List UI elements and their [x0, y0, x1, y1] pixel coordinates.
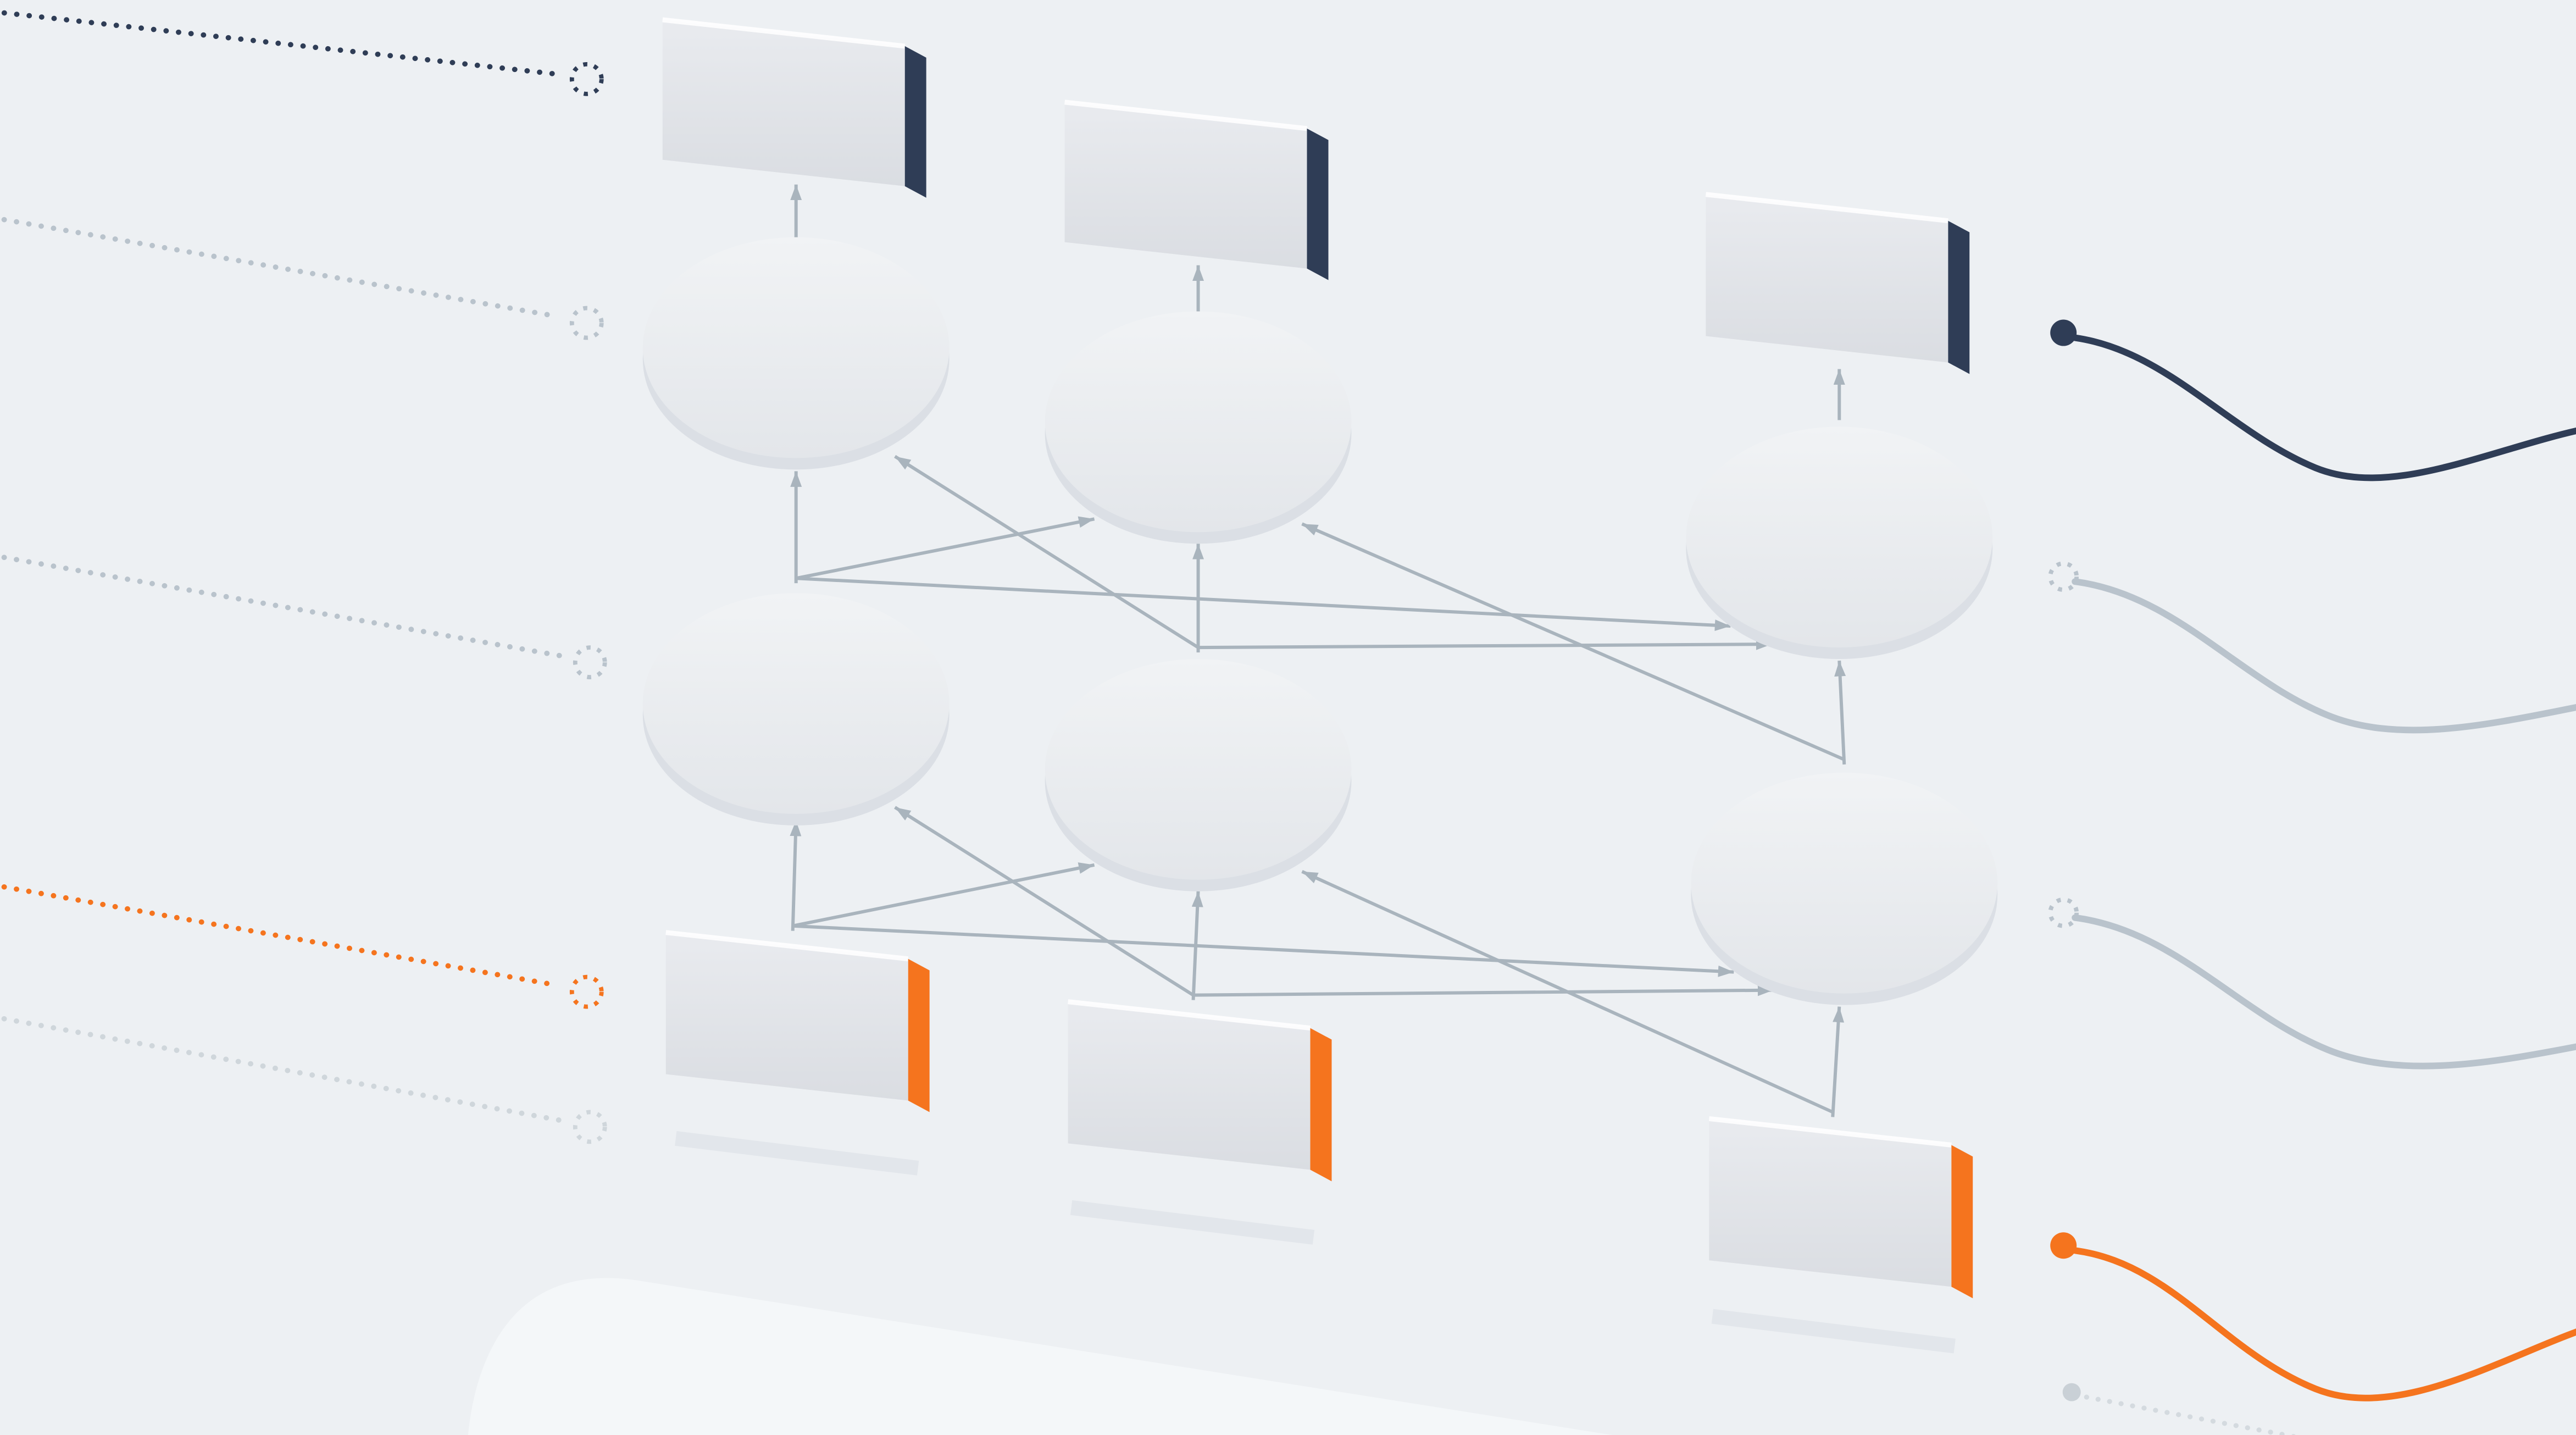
arrow	[1193, 984, 1774, 997]
box-side-navy	[1307, 128, 1329, 280]
hidden-node-row2-2	[1045, 659, 1352, 891]
right-connector-navy	[2050, 319, 2576, 481]
box-top-highlight	[1705, 192, 1948, 224]
gray-dashed-circle-icon-2	[573, 645, 607, 679]
left-connector-light-gray	[0, 1015, 607, 1144]
dotted-tail-line	[2084, 1394, 2296, 1435]
connection-arrows	[790, 184, 1846, 1117]
arrow	[796, 516, 1095, 580]
input-box-2	[1068, 999, 1332, 1182]
navy-curve	[2072, 334, 2576, 481]
right-connector-orange	[2050, 1232, 2576, 1401]
navy-dotted-line	[0, 9, 560, 77]
arrow	[792, 862, 1095, 928]
box-side-orange	[1951, 1145, 1973, 1299]
gray-open-circle-icon-2	[2048, 897, 2079, 928]
gray-dotted-line-2	[0, 554, 563, 658]
hidden-node-row1-3	[1686, 426, 1993, 660]
navy-dashed-circle-icon	[569, 62, 604, 96]
gray-curve-1	[2072, 578, 2576, 734]
output-box-2	[1064, 99, 1329, 280]
box-side-navy	[1948, 220, 1970, 374]
left-connector-gray-2	[0, 554, 607, 679]
box-side-orange	[908, 958, 930, 1112]
gray-open-circle-icon-1	[2048, 561, 2079, 592]
gray-dashed-circle-icon-1	[569, 306, 604, 340]
input-box-3	[1708, 1116, 1973, 1299]
box-top-highlight	[665, 930, 909, 962]
light-gray-dotted-line	[0, 1015, 563, 1123]
right-connectors	[2048, 319, 2576, 1435]
node-face	[642, 593, 950, 814]
arrow	[894, 455, 1200, 649]
arrow	[790, 820, 802, 931]
hidden-node-row1-1	[642, 237, 950, 470]
output-boxes	[662, 17, 1970, 374]
box-face	[1064, 102, 1307, 269]
left-connector-navy	[0, 9, 604, 96]
arrow	[1301, 870, 1834, 1114]
node-face	[1045, 659, 1352, 880]
box-top-highlight	[1064, 99, 1307, 131]
arrow	[792, 924, 1734, 977]
left-connector-gray-1	[0, 216, 604, 340]
hidden-node-row1-2	[1045, 311, 1352, 544]
node-face	[1691, 772, 1998, 994]
right-connector-gray-1	[2048, 561, 2576, 734]
arrow	[1301, 522, 1845, 761]
arrow	[1834, 660, 1846, 765]
input-box-1	[665, 930, 930, 1112]
box-face	[662, 19, 905, 186]
navy-filled-dot-icon	[2050, 319, 2077, 346]
arrow	[1198, 638, 1772, 650]
gray-dotted-line-1	[0, 216, 560, 319]
box-side-navy	[904, 46, 926, 198]
arrow	[894, 806, 1195, 997]
node-face	[1045, 311, 1352, 533]
left-connector-orange	[0, 883, 604, 1009]
hidden-nodes	[642, 237, 1998, 1005]
box-top-highlight	[662, 17, 906, 49]
box-top-highlight	[1708, 1116, 1952, 1148]
gray-curve-2	[2072, 914, 2576, 1070]
light-gray-dashed-circle-icon	[573, 1110, 607, 1144]
orange-filled-dot-icon	[2050, 1232, 2077, 1259]
box-face	[1706, 194, 1948, 363]
small-gray-dot-icon	[2062, 1383, 2081, 1401]
box-face	[1068, 1001, 1311, 1170]
left-connectors	[0, 9, 607, 1144]
right-connector-gray-2	[2048, 897, 2576, 1070]
box-top-highlight	[1068, 999, 1311, 1031]
box-face	[1709, 1118, 1952, 1287]
output-box-3	[1705, 192, 1970, 374]
box-face	[665, 932, 908, 1101]
underbar-1	[675, 1131, 919, 1176]
orange-curve	[2072, 1247, 2576, 1401]
input-boxes	[665, 930, 1973, 1299]
input-box-underbars	[675, 1131, 1956, 1354]
arrow	[796, 577, 1731, 631]
orange-dashed-circle-icon	[569, 974, 604, 1009]
hidden-node-row2-3	[1691, 772, 1998, 1005]
underbar-2	[1070, 1200, 1315, 1245]
output-box-1	[662, 17, 926, 198]
node-face	[642, 237, 950, 458]
orange-dotted-line	[0, 883, 560, 988]
hidden-node-row2-1	[642, 593, 950, 825]
underbar-3	[1711, 1309, 1956, 1354]
box-side-orange	[1310, 1028, 1332, 1182]
node-face	[1686, 426, 1993, 648]
arrow	[1191, 891, 1203, 1000]
right-connector-dotted-tail	[2062, 1383, 2296, 1435]
arrow	[1831, 1006, 1845, 1117]
